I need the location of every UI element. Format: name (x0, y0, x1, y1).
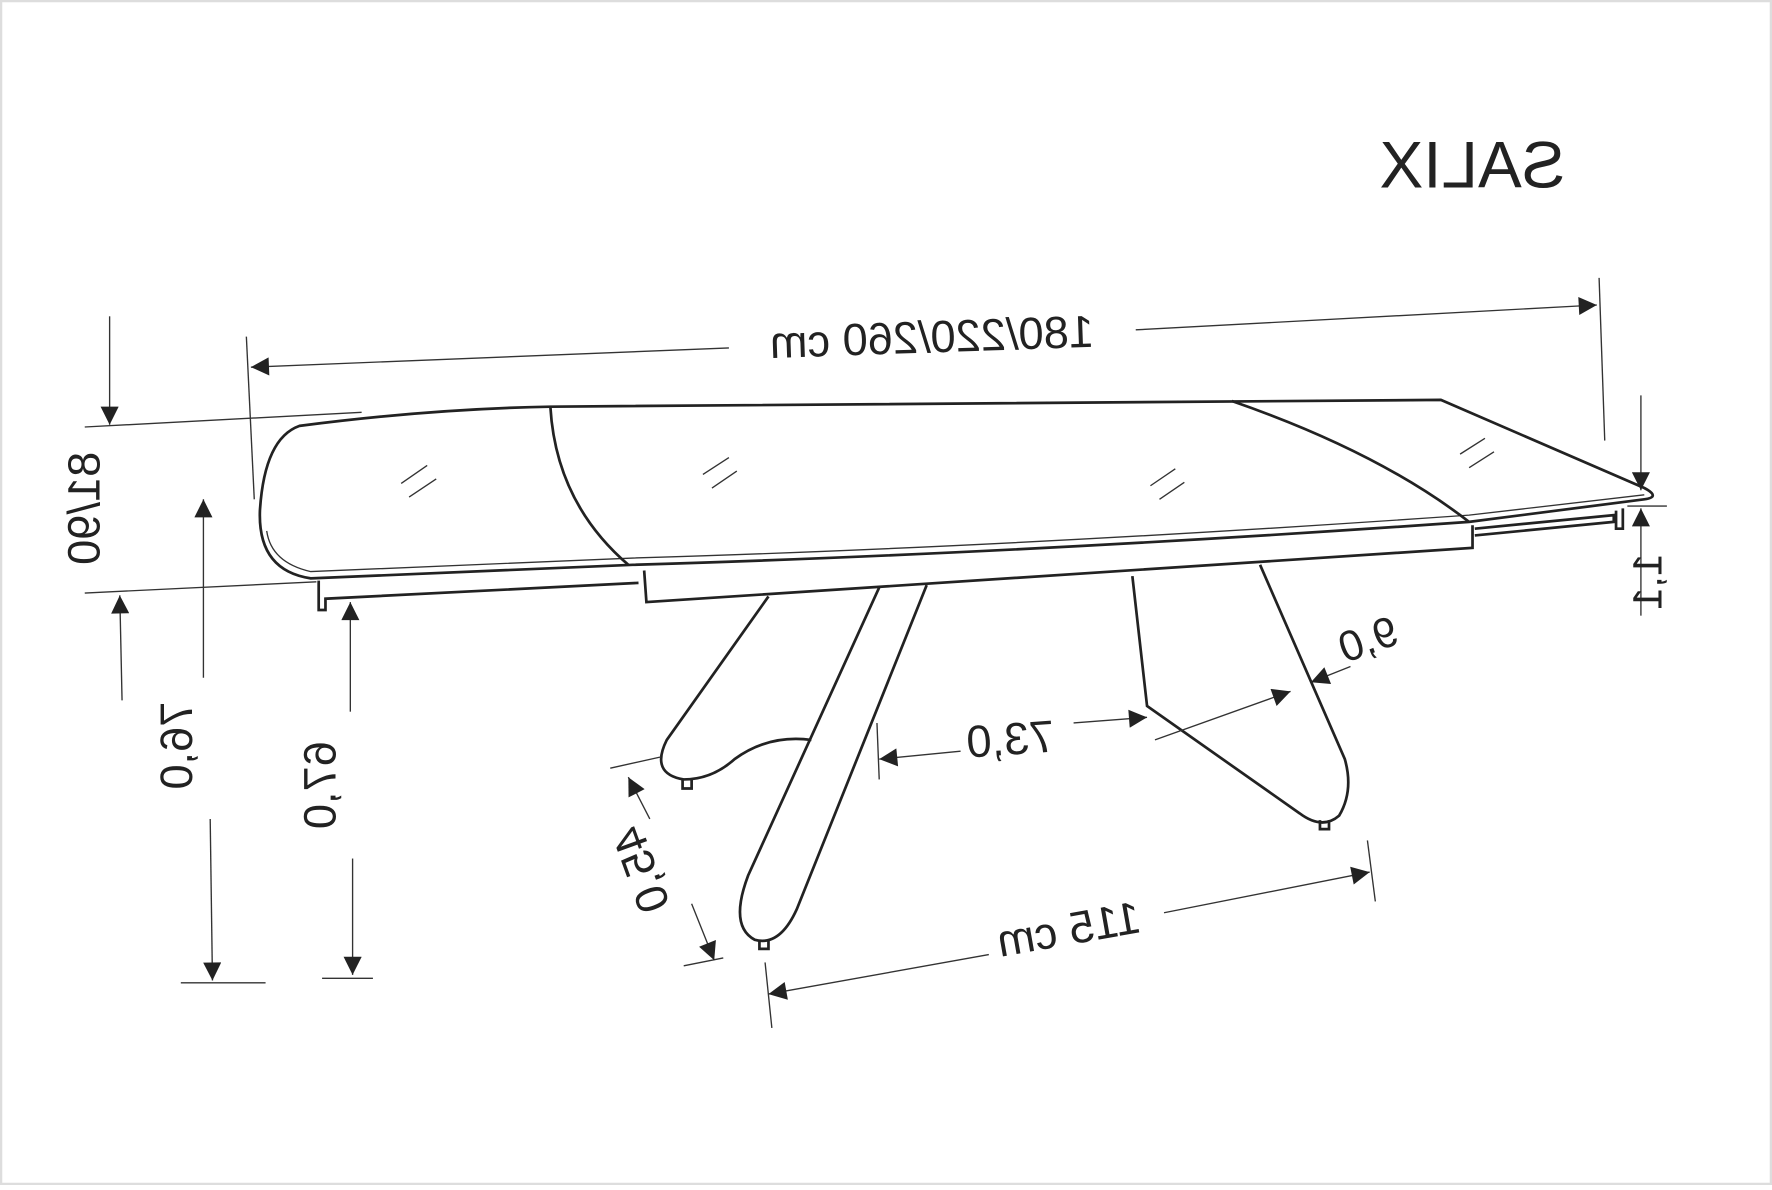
dimension-labels: 180/220/260 cm 81/90 76,0 67,0 45,0 73,0… (58, 306, 1670, 967)
glass-marks (400, 437, 1495, 500)
label-top-thickness: 1,1 (1624, 554, 1670, 611)
label-leg-foot: 45,0 (602, 819, 680, 919)
dimension-lines (84, 277, 1667, 1029)
label-length: 180/220/260 cm (769, 306, 1095, 368)
label-total-height: 76,0 (151, 702, 202, 790)
label-leg-gap: 73,0 (965, 711, 1056, 768)
apron (317, 508, 1625, 612)
tabletop (258, 398, 1655, 580)
legs (659, 564, 1350, 951)
title-salix: SALIX (1380, 129, 1566, 202)
label-leg-span: 115 cm (993, 891, 1145, 966)
label-top-height: 81/90 (58, 452, 109, 565)
label-apron-height: 67,0 (295, 741, 346, 829)
label-leg-width: 9,0 (1332, 607, 1405, 673)
